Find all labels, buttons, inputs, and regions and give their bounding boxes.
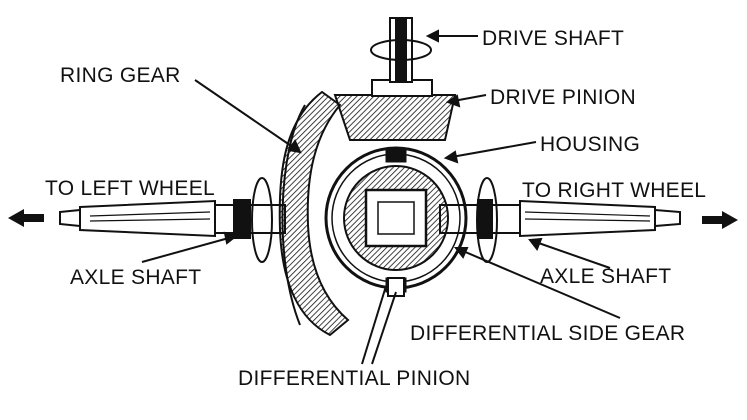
label-axle-shaft-left: AXLE SHAFT (70, 266, 201, 289)
ring-gear (278, 90, 350, 337)
label-drive-shaft: DRIVE SHAFT (482, 27, 624, 50)
label-to-right-wheel: TO RIGHT WHEEL (522, 179, 706, 202)
drive-pinion (333, 79, 457, 141)
right-wheel-arrow (702, 211, 738, 229)
leader-lines (141, 29, 621, 365)
left-axle-shaft (59, 199, 286, 239)
left-rotation-arrow (251, 177, 273, 263)
label-ring-gear: RING GEAR (60, 64, 181, 87)
label-differential-pinion: DIFFERENTIAL PINION (238, 367, 470, 390)
label-differential-side-gear: DIFFERENTIAL SIDE GEAR (410, 322, 685, 345)
label-axle-shaft-right: AXLE SHAFT (540, 265, 671, 288)
right-axle-shaft (439, 199, 681, 239)
label-drive-pinion: DRIVE PINION (490, 86, 636, 109)
label-housing: HOUSING (540, 133, 640, 156)
drive-shaft (370, 17, 432, 83)
differential-side-gears (343, 165, 449, 271)
differential-pinion (387, 277, 405, 297)
left-wheel-arrow (8, 209, 44, 227)
label-to-left-wheel: TO LEFT WHEEL (45, 177, 215, 200)
